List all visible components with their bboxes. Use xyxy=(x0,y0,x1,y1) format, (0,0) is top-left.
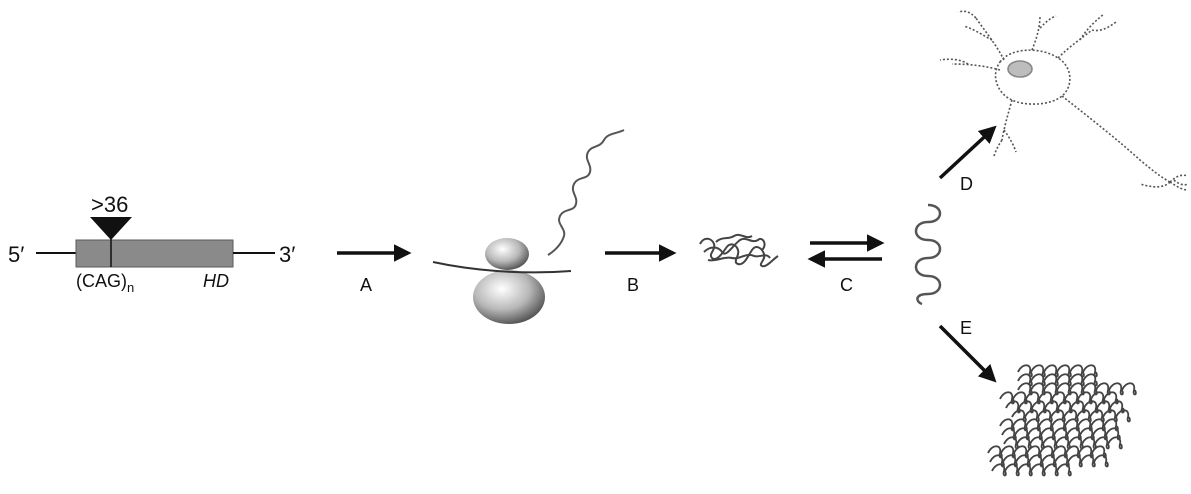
aggregate-strand xyxy=(1005,400,1125,414)
hd-gene-box xyxy=(75,239,234,268)
aggregate-strand xyxy=(1003,436,1123,450)
neuron-dendrite-top xyxy=(1031,15,1057,51)
aggregate-strand xyxy=(1017,364,1098,378)
step-b: B xyxy=(605,244,677,295)
unfolded-monomer-chain xyxy=(914,203,942,306)
neuron xyxy=(939,10,1189,191)
cag-repeat-subscript: n xyxy=(127,280,134,295)
neuron-axon-terminal xyxy=(1139,174,1189,191)
ribosome-translation xyxy=(432,129,625,324)
mrna-strand xyxy=(432,261,572,274)
arrow-e xyxy=(938,324,997,383)
aggregate-strand xyxy=(999,391,1119,405)
amyloid-aggregate xyxy=(987,364,1137,477)
folded-protein-tangle xyxy=(699,233,779,268)
gene-name-label: HD xyxy=(203,271,229,291)
ribosome-small-subunit xyxy=(485,238,529,270)
neuron-dendrite-bottom xyxy=(993,99,1017,157)
neuron-nucleus xyxy=(1007,60,1033,78)
repeat-expansion-triangle xyxy=(90,217,132,240)
aggregate-strand xyxy=(989,454,1109,468)
three-prime-label: 3′ xyxy=(279,242,295,267)
step-d-label: D xyxy=(960,174,973,194)
cag-repeat-base: (CAG) xyxy=(76,271,127,291)
step-c: C xyxy=(807,234,885,295)
step-a-label: A xyxy=(360,275,372,295)
neuron-dendrite-top-left xyxy=(957,10,1005,61)
step-e: E xyxy=(938,318,997,383)
step-b-label: B xyxy=(627,275,639,295)
aggregate-strand xyxy=(999,418,1119,432)
neuron-axon xyxy=(1061,95,1171,183)
five-prime-label: 5′ xyxy=(8,242,24,267)
step-a: A xyxy=(337,244,412,295)
aggregate-strand xyxy=(1017,382,1137,396)
step-d: D xyxy=(938,125,997,194)
hd-gene-schematic: >36 5′ 3′ (CAG)n HD xyxy=(8,192,295,295)
aggregate-strand xyxy=(1017,373,1098,387)
folded-protein xyxy=(699,233,779,268)
step-e-label: E xyxy=(960,318,972,338)
aggregate-strand xyxy=(987,445,1107,459)
repeat-threshold-label: >36 xyxy=(91,192,128,217)
neuron-dendrite-left xyxy=(939,58,1001,71)
cag-repeat-label: (CAG)n xyxy=(76,271,134,295)
step-c-label: C xyxy=(840,275,853,295)
aggregate-strand xyxy=(1011,409,1131,423)
aggregate-strand xyxy=(991,463,1072,477)
aggregate-strand xyxy=(1001,427,1121,441)
unfolded-monomer xyxy=(914,203,942,306)
ribosome-large-subunit xyxy=(473,270,545,324)
nascent-polypeptide xyxy=(547,129,625,256)
arrow-d xyxy=(938,125,997,180)
neuron-dendrite-top-right xyxy=(1057,13,1117,59)
